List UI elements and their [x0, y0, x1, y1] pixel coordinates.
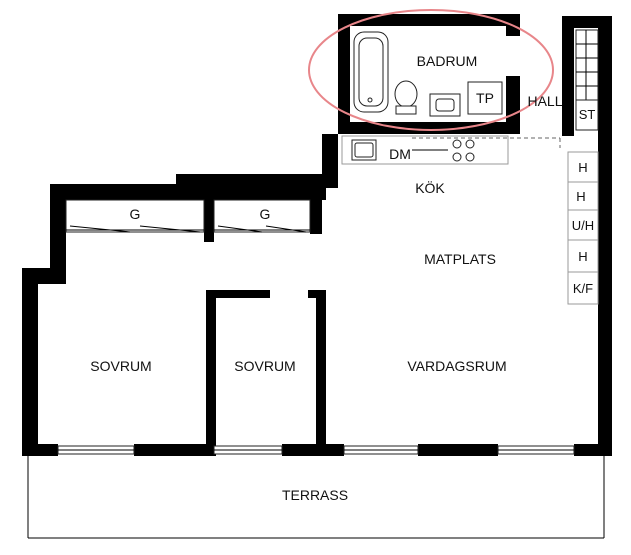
cabinet-column — [567, 151, 599, 305]
bathroom-fixtures — [353, 31, 503, 117]
walls — [22, 14, 612, 456]
label-kok: KÖK — [415, 179, 445, 196]
label-dm: DM — [389, 146, 411, 162]
hall-storage — [575, 29, 599, 131]
label-matplats: MATPLATS — [424, 251, 496, 267]
cabinet-label: K/F — [573, 281, 593, 296]
label-sovrum-left: SOVRUM — [90, 358, 151, 374]
label-vardagsrum: VARDAGSRUM — [407, 358, 506, 374]
wardrobes — [65, 199, 311, 233]
label-tp: TP — [476, 90, 494, 106]
label-st: ST — [579, 107, 596, 122]
label-g-right: G — [260, 206, 271, 222]
label-sovrum-mid: SOVRUM — [234, 358, 295, 374]
cabinet-label: H — [578, 249, 587, 264]
terrace — [27, 456, 605, 539]
cabinet-label: H — [578, 160, 587, 175]
windows — [57, 445, 575, 455]
kitchen-counter — [341, 135, 561, 165]
highlight-ellipse — [308, 9, 554, 131]
cabinet-label: U/H — [572, 218, 594, 233]
label-hall: HALL — [527, 93, 562, 109]
cabinet-label: H — [576, 189, 585, 204]
label-badrum: BADRUM — [417, 53, 478, 69]
label-terrass: TERRASS — [282, 487, 348, 503]
label-g-left: G — [130, 206, 141, 222]
